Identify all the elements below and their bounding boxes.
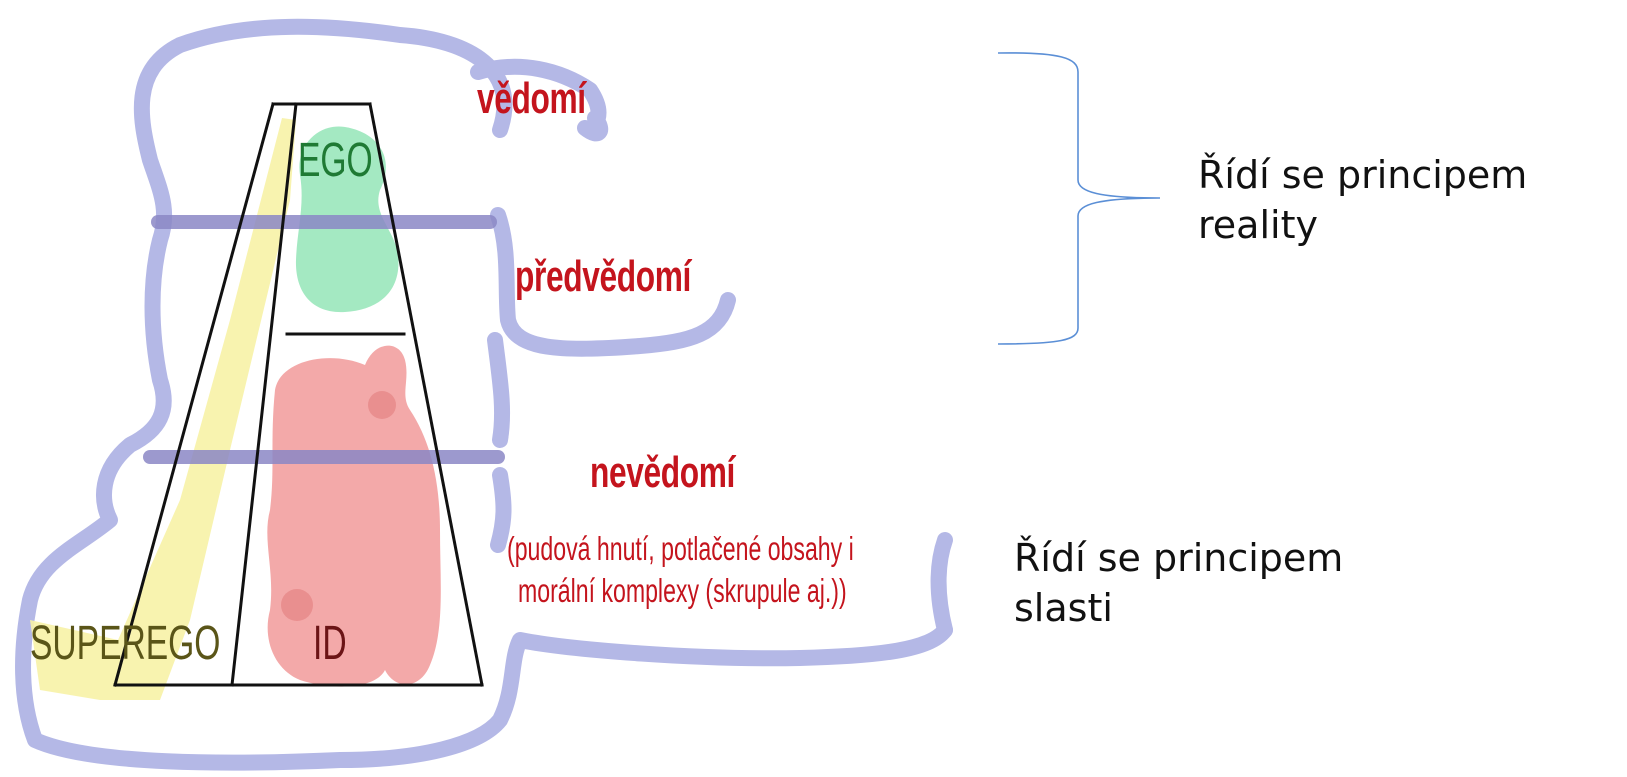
- label-id: ID: [313, 617, 347, 670]
- label-superego: SUPEREGO: [30, 617, 221, 670]
- id-region: [267, 345, 441, 687]
- note-reality-line2: reality: [1198, 203, 1318, 247]
- mind-outline-blob: [15, 18, 953, 771]
- trapezoid-structure: [113, 102, 484, 687]
- label-unconscious-detail-2: morální komplexy (skrupule aj.)): [518, 572, 847, 609]
- note-pleasure-line1: Řídí se principem: [1014, 536, 1344, 580]
- note-reality-line1: Řídí se principem: [1198, 153, 1528, 197]
- regions: [30, 118, 441, 700]
- label-ego: EGO: [298, 134, 373, 187]
- superego-region: [30, 118, 296, 700]
- note-pleasure-principle: Řídí se principem slasti: [1014, 533, 1343, 633]
- label-preconscious: předvědomí: [515, 252, 691, 301]
- label-unconscious: nevědomí: [590, 448, 736, 497]
- note-reality-principle: Řídí se principem reality: [1198, 150, 1527, 250]
- label-unconscious-detail-1: (pudová hnutí, potlačené obsahy i: [507, 530, 854, 567]
- label-conscious: vědomí: [477, 74, 586, 123]
- note-pleasure-line2: slasti: [1014, 586, 1113, 630]
- level-dividers: [143, 215, 505, 464]
- bracket-reality: [997, 52, 1161, 345]
